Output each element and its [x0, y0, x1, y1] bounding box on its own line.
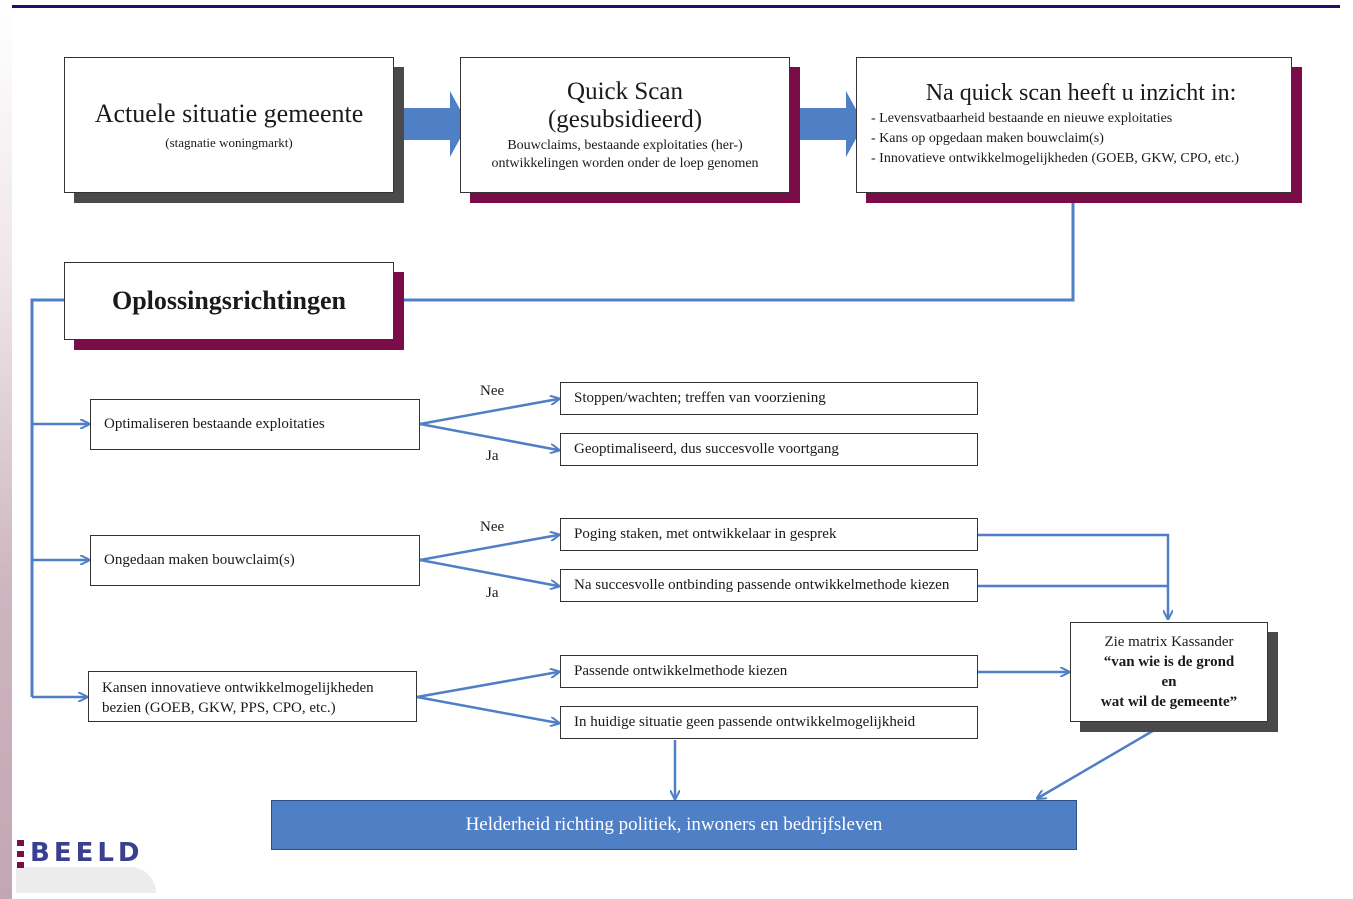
result-label: Geoptimaliseerd, dus succesvolle voortga… [574, 441, 839, 457]
kassander-line: wat wil de gemeente” [1100, 694, 1238, 710]
kassander-line: Zie matrix Kassander [1104, 634, 1234, 650]
branch-1-yes [419, 422, 558, 450]
box-kassander: Zie matrix Kassander “van wie is de gron… [1070, 622, 1268, 722]
box-actuele-situatie: Actuele situatie gemeente (stagnatie won… [64, 57, 394, 193]
branch-2-no [419, 535, 558, 562]
block-arrow-2 [788, 91, 864, 157]
return-line [395, 193, 1075, 300]
quickscan-desc-1: Bouwclaims, bestaande exploitaties (her-… [507, 138, 743, 153]
branch-2-yes [419, 558, 558, 586]
actuele-title: Actuele situatie gemeente [94, 99, 364, 128]
oplossing-title: Oplossingsrichtingen [111, 286, 347, 315]
branch-label-no: Nee [480, 519, 505, 535]
result-poging-staken: Poging staken, met ontwikkelaar in gespr… [560, 518, 978, 551]
option-label-line: Kansen innovatieve ontwikkelmogelijkhede… [102, 680, 374, 696]
option-label: Ongedaan maken bouwclaim(s) [104, 552, 295, 568]
option-optimaliseren: Optimaliseren bestaande exploitaties [90, 399, 420, 450]
logo-text: BEELD [30, 838, 144, 868]
kassander-line: “van wie is de grond [1103, 654, 1235, 670]
branch-label-no: Nee [480, 383, 505, 399]
inzicht-title: Na quick scan heeft u inzicht in: [925, 80, 1237, 106]
inzicht-item: - Kans op opgedaan maken bouwclaim(s) [871, 131, 1104, 146]
result-label: In huidige situatie geen passende ontwik… [574, 714, 916, 730]
branch-label-yes: Ja [486, 448, 499, 464]
result-label: Passende ontwikkelmethode kiezen [574, 663, 788, 679]
result-label: Stoppen/wachten; treffen van voorziening [574, 390, 826, 406]
branch-1-no [419, 399, 558, 426]
branch-label-yes: Ja [486, 585, 499, 601]
branch-3-bottom [416, 695, 558, 723]
actuele-subtitle: (stagnatie woningmarkt) [165, 135, 293, 150]
kassander-to-banner [1038, 720, 1169, 798]
left-bus [30, 298, 64, 697]
logo-swoosh [16, 867, 156, 893]
quickscan-desc-2: ontwikkelingen worden onder de loep geno… [491, 156, 759, 171]
left-gradient-strip [0, 0, 12, 899]
result-na-ontbinding: Na succesvolle ontbinding passende ontwi… [560, 569, 978, 602]
result-geoptimaliseerd: Geoptimaliseerd, dus succesvolle voortga… [560, 433, 978, 466]
quickscan-title: Quick Scan [567, 78, 683, 105]
kassander-line: en [1161, 674, 1177, 690]
box-quick-scan: Quick Scan (gesubsidieerd) Bouwclaims, b… [460, 57, 790, 193]
block-arrow-1 [392, 91, 468, 157]
inzicht-item: - Levensvatbaarheid bestaande en nieuwe … [871, 111, 1173, 126]
result-passende-methode: Passende ontwikkelmethode kiezen [560, 655, 978, 688]
right-merge [978, 533, 1168, 618]
option-label-line: bezien (GOEB, GKW, PPS, CPO, etc.) [102, 700, 336, 716]
option-kansen: Kansen innovatieve ontwikkelmogelijkhede… [88, 671, 417, 722]
result-stoppen: Stoppen/wachten; treffen van voorziening [560, 382, 978, 415]
quickscan-subtitle: (gesubsidieerd) [547, 106, 703, 133]
box-oplossingsrichtingen: Oplossingsrichtingen [64, 262, 394, 340]
result-label: Poging staken, met ontwikkelaar in gespr… [574, 526, 837, 542]
conclusion-banner: Helderheid richting politiek, inwoners e… [271, 800, 1077, 850]
top-rule [12, 5, 1340, 8]
inzicht-item: - Innovatieve ontwikkelmogelijkheden (GO… [871, 151, 1240, 166]
box-inzicht: Na quick scan heeft u inzicht in: - Leve… [856, 57, 1292, 193]
result-geen-mogelijkheid: In huidige situatie geen passende ontwik… [560, 706, 978, 739]
branch-3-top [416, 672, 558, 699]
option-label: Optimaliseren bestaande exploitaties [104, 416, 325, 432]
result-label: Na succesvolle ontbinding passende ontwi… [574, 577, 950, 593]
option-ongedaan: Ongedaan maken bouwclaim(s) [90, 535, 420, 586]
